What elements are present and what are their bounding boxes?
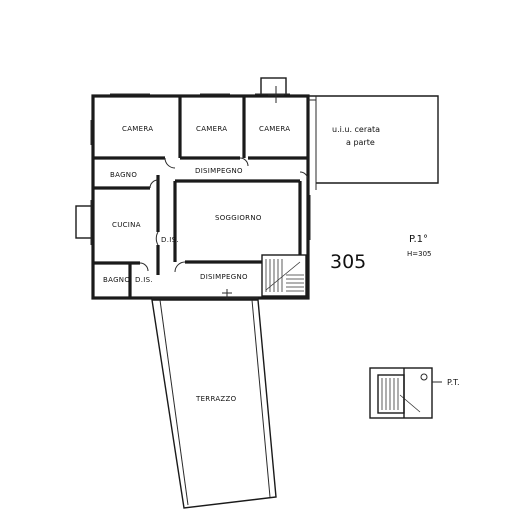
label-soggiorno: SOGGIORNO: [215, 214, 262, 222]
interior-walls: [93, 96, 308, 298]
terrace: [151, 297, 277, 509]
ground-floor-label: P.T.: [447, 378, 460, 387]
label-bagno-top: BAGNO: [110, 171, 137, 179]
label-camera-2: CAMERA: [196, 125, 227, 133]
label-bagno-bottom: BAGNO: [103, 276, 130, 284]
doors: [139, 157, 309, 300]
stairs: [265, 259, 304, 292]
scale-label: H=305: [407, 250, 432, 258]
floor-label: P.1°: [409, 234, 428, 245]
ground-floor-inset: [369, 367, 442, 419]
label-camera-1: CAMERA: [122, 125, 153, 133]
label-other-unit-line2: a parte: [346, 138, 375, 147]
kitchen-bay: [75, 205, 94, 239]
sheet-number: 305: [330, 251, 366, 273]
label-other-unit-line1: u.i.u. cerata: [332, 125, 380, 134]
label-disimpegno-top: DISIMPEGNO: [195, 167, 243, 175]
label-dis-mid: D.IS.: [161, 236, 179, 244]
label-cucina: CUCINA: [112, 221, 141, 229]
stair-block: [261, 254, 307, 297]
label-disimpegno-bottom: DISIMPEGNO: [200, 273, 248, 281]
windows: [90, 93, 311, 245]
adjacent-unit: [308, 95, 439, 190]
chimney-block: [260, 77, 287, 97]
label-camera-3: CAMERA: [259, 125, 290, 133]
label-dis-bottom: D.IS.: [135, 276, 153, 284]
label-terrazzo: TERRAZZO: [195, 395, 237, 403]
